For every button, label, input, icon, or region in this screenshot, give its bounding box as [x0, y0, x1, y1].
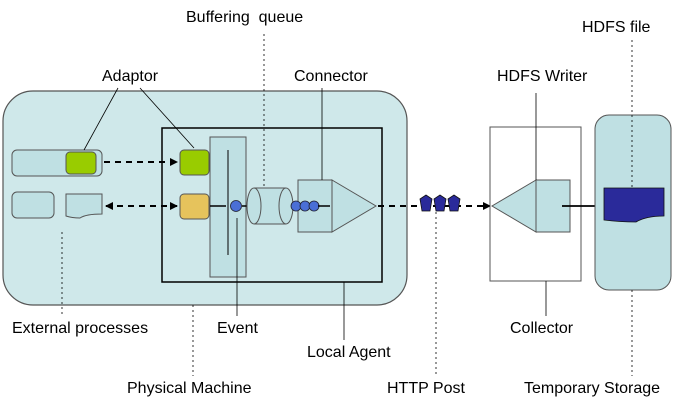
hdfs-file-icon [603, 187, 665, 223]
label-physical-machine: Physical Machine [127, 380, 252, 397]
label-temporary-storage: Temporary Storage [524, 380, 660, 397]
http-packets [419, 194, 461, 212]
label-connector: Connector [294, 68, 368, 85]
adaptor-gold [179, 193, 210, 220]
label-collector: Collector [510, 320, 574, 337]
connector-triangle [331, 179, 377, 233]
label-external-processes: External processes [12, 320, 148, 337]
label-event: Event [217, 320, 258, 337]
label-http-post: HTTP Post [387, 380, 466, 397]
external-document-icon [65, 193, 103, 219]
label-hdfs-writer: HDFS Writer [497, 68, 588, 85]
adaptor-green [179, 149, 210, 176]
label-buffering-queue: Buffering queue [186, 9, 303, 26]
adaptor-endpoint-1 [65, 151, 97, 175]
label-hdfs-file: HDFS file [582, 19, 651, 36]
external-process-2 [11, 191, 55, 219]
event-circles [290, 200, 320, 212]
label-adaptor: Adaptor [102, 68, 159, 85]
event-dot [230, 200, 242, 212]
label-local-agent: Local Agent [307, 344, 391, 361]
buffering-queue-cylinder [246, 187, 294, 225]
